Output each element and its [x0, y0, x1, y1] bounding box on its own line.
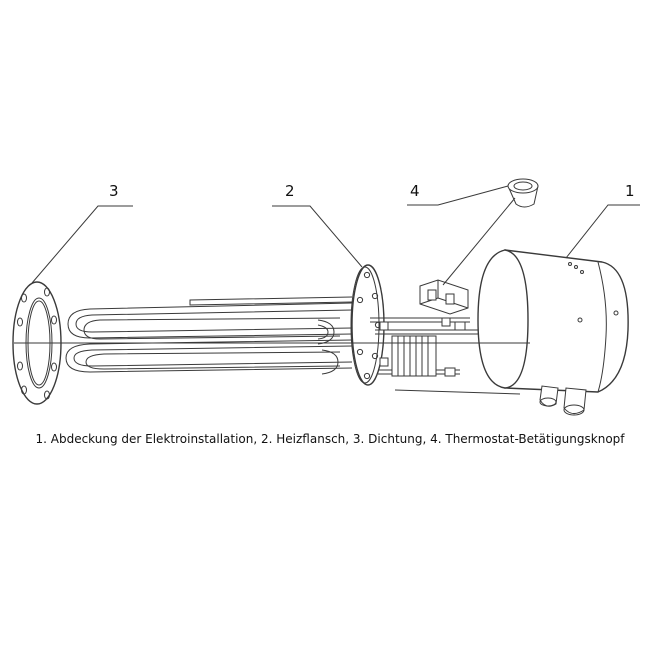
leader-line-3 — [31, 205, 133, 284]
leader-line-2 — [272, 205, 363, 268]
gasket-part-3 — [12, 281, 64, 405]
knob-axis-line — [442, 197, 516, 286]
leader-lines — [31, 185, 640, 286]
callout-4: 4 — [410, 182, 420, 200]
callout-3: 3 — [109, 182, 119, 200]
heating-element-tubes — [65, 296, 353, 375]
parts-caption: 1. Abdeckung der Elektroinstallation, 2.… — [35, 432, 625, 446]
thermostat-knob-part-4 — [507, 178, 539, 208]
cable-glands — [539, 385, 587, 416]
gasket-bolt-holes — [17, 287, 57, 400]
callout-2: 2 — [285, 182, 295, 200]
leader-line-4 — [407, 185, 509, 206]
leader-line-1 — [565, 204, 640, 259]
callout-1: 1 — [625, 182, 635, 200]
cover-part-1 — [477, 249, 629, 416]
heating-flange-part-2 — [350, 264, 385, 386]
thermostat — [419, 279, 469, 315]
